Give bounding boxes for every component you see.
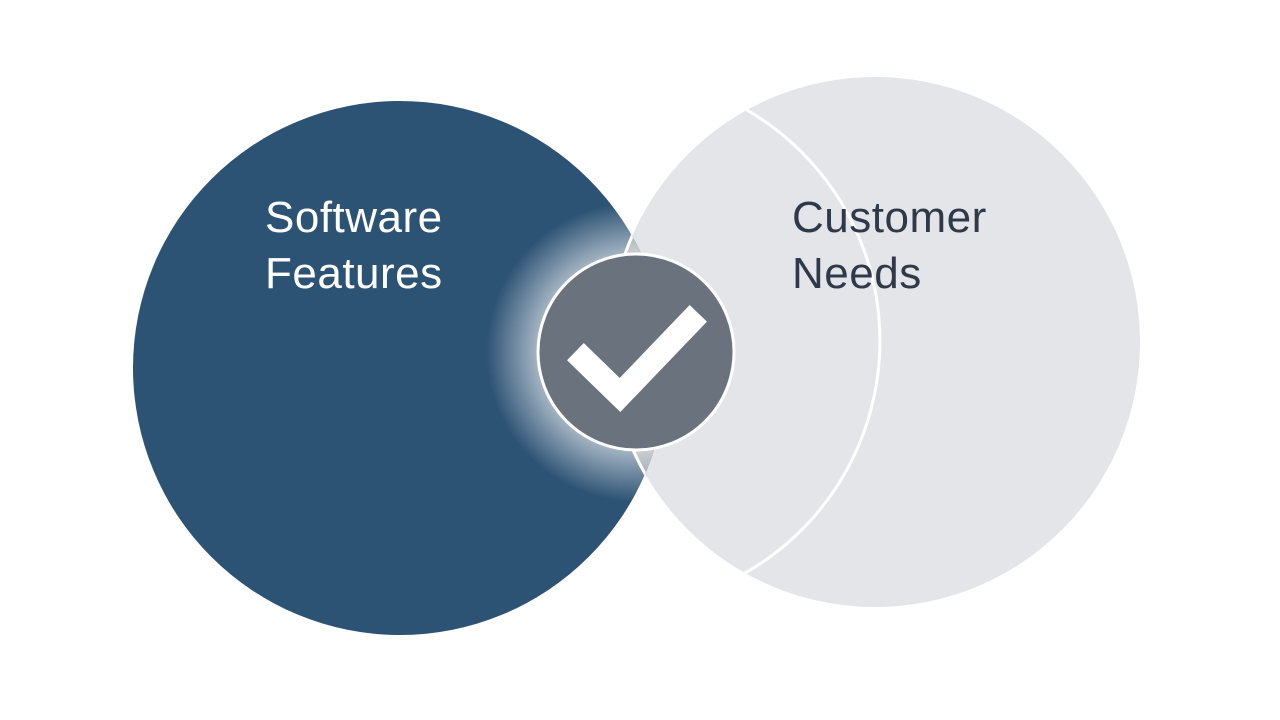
customer-needs-label: Customer Needs (792, 190, 987, 302)
customer-needs-label-line-2: Needs (792, 249, 922, 298)
software-features-label: Software Features (265, 190, 443, 302)
software-features-label-line-1: Software (265, 193, 443, 242)
software-features-circle (133, 101, 667, 635)
intersection-outline-right (635, 73, 882, 609)
checkmark-badge (536, 252, 736, 452)
checkmark-icon (567, 305, 707, 413)
software-features-label-line-2: Features (265, 249, 443, 298)
customer-needs-label-line-1: Customer (792, 193, 987, 242)
customer-needs-circle (610, 77, 1140, 607)
